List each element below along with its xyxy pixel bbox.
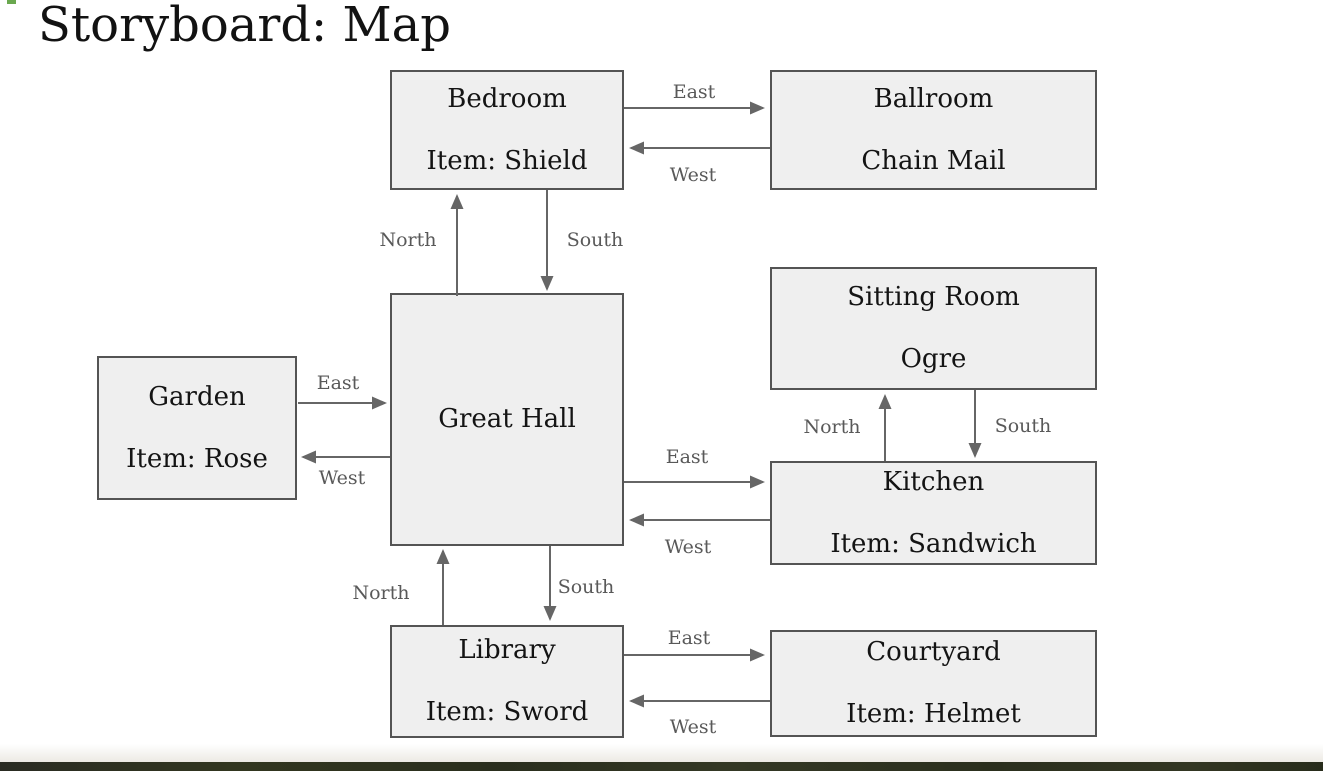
edge-label-west: West	[318, 467, 366, 489]
slide-bottom-fade	[0, 744, 1323, 762]
edge-label-west: West	[669, 716, 717, 738]
room-item: Item: Sandwich	[830, 528, 1037, 559]
corner-artifact	[7, 0, 16, 4]
room-name: Library	[458, 635, 556, 666]
edge-label-north: North	[803, 416, 861, 438]
room-item: Chain Mail	[861, 145, 1006, 176]
room-great-hall: Great Hall	[390, 293, 624, 546]
edge-label-south: South	[994, 415, 1052, 437]
edge-label-west: West	[669, 164, 717, 186]
room-name: Garden	[148, 381, 246, 412]
room-name: Kitchen	[882, 466, 985, 497]
page-title: Storyboard: Map	[38, 0, 451, 53]
edge-label-south: South	[557, 576, 615, 598]
room-name: Ballroom	[873, 83, 994, 114]
edge-label-west: West	[664, 536, 712, 558]
edge-label-south: South	[566, 229, 624, 251]
room-name: Sitting Room	[847, 282, 1020, 313]
room-item: Item: Shield	[426, 145, 588, 176]
edge-label-north: North	[379, 229, 437, 251]
room-item: Item: Sword	[425, 697, 589, 727]
edge-label-north: North	[352, 582, 410, 604]
room-name: Great Hall	[438, 404, 576, 435]
room-name: Courtyard	[866, 637, 1001, 668]
edge-label-east: East	[665, 446, 709, 468]
edge-label-east: East	[316, 372, 360, 394]
edge-label-east: East	[672, 81, 716, 103]
room-item: Ogre	[900, 344, 967, 374]
room-item: Item: Rose	[126, 443, 268, 474]
bottom-bar	[0, 762, 1323, 771]
room-name: Bedroom	[447, 83, 567, 114]
edge-label-east: East	[667, 627, 711, 649]
room-item: Item: Helmet	[846, 699, 1021, 729]
